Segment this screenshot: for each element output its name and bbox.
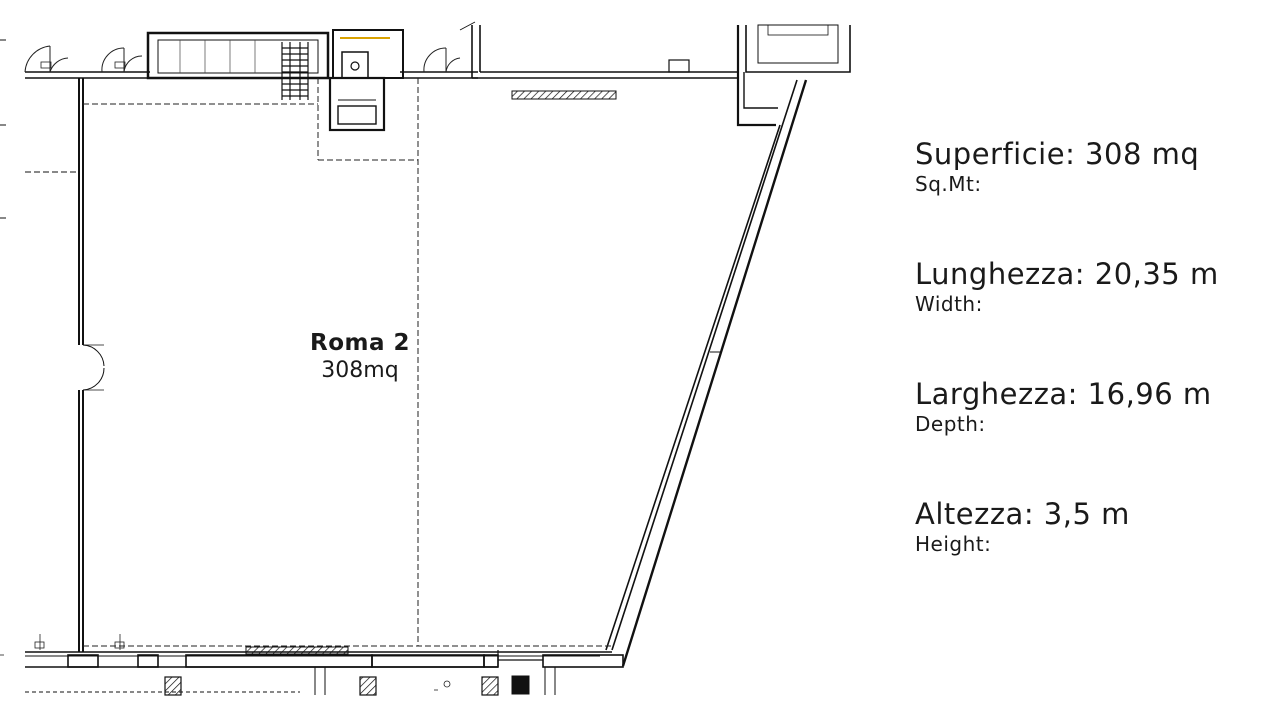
room-name: Roma 2 xyxy=(309,330,410,356)
room-area: 308mq xyxy=(321,358,399,383)
spec-sublabel: Width: xyxy=(915,292,983,316)
top-right-room xyxy=(736,24,851,127)
spec-label: Altezza: 3,5 m xyxy=(915,497,1130,531)
spec-label: Lunghezza: 20,35 m xyxy=(915,257,1219,291)
top-corridor-wall xyxy=(25,71,478,79)
top-doors xyxy=(24,45,461,73)
hatched-beam xyxy=(511,90,617,100)
dashed-guides xyxy=(83,78,612,647)
room-label: Roma 2 308mq xyxy=(300,330,420,383)
spec-altezza: Altezza: 3,5 m Height: xyxy=(915,496,1265,616)
staircase xyxy=(146,31,330,100)
adjacent-room xyxy=(459,21,738,79)
room-specs: Superficie: 308 mq Sq.Mt: Lunghezza: 20,… xyxy=(915,136,1265,616)
spec-larghezza: Larghezza: 16,96 m Depth: xyxy=(915,376,1265,496)
spec-sublabel: Height: xyxy=(915,532,992,556)
columns xyxy=(164,675,530,696)
left-wall xyxy=(0,39,105,652)
diagonal-wall xyxy=(605,79,808,667)
spec-sublabel: Depth: xyxy=(915,412,986,436)
floor-plan xyxy=(0,21,851,696)
spec-superficie: Superficie: 308 mq Sq.Mt: xyxy=(915,136,1265,256)
spec-label: Larghezza: 16,96 m xyxy=(915,377,1212,411)
spec-lunghezza: Lunghezza: 20,35 m Width: xyxy=(915,256,1265,376)
service-shaft xyxy=(328,29,404,132)
bottom-wall xyxy=(25,650,624,695)
plan-markers xyxy=(0,634,451,691)
hatched-bottom-beam xyxy=(245,646,349,655)
spec-label: Superficie: 308 mq xyxy=(915,137,1200,171)
spec-sublabel: Sq.Mt: xyxy=(915,172,982,196)
